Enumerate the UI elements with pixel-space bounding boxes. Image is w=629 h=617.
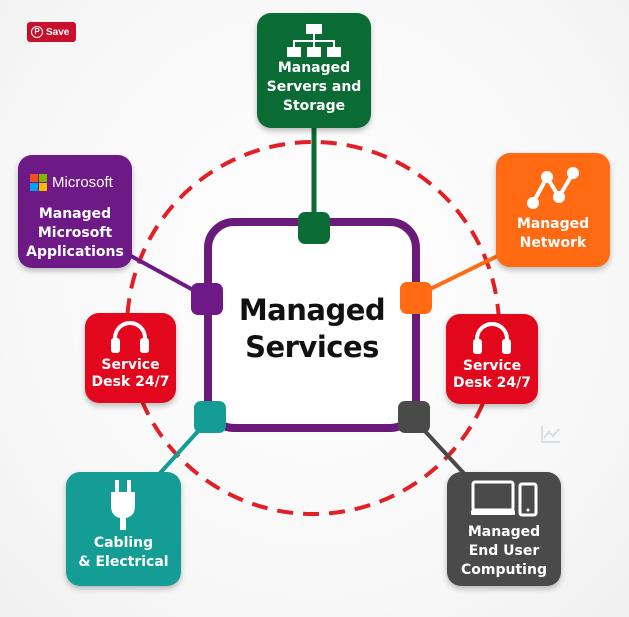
network-nodes-icon [527, 167, 579, 209]
save-button[interactable]: P Save [27, 22, 76, 42]
cabling-label: Cabling & Electrical [78, 535, 169, 570]
hierarchy-icon [287, 24, 341, 57]
microsoft-label: Managed Microsoft Applications [26, 206, 124, 260]
servers-label: Managed Servers and Storage [266, 60, 362, 114]
headset-icon [111, 321, 149, 353]
center-title: Managed Services [238, 293, 386, 364]
save-button-label: Save [46, 26, 70, 38]
box-managed-microsoft: Managed Microsoft Applications [18, 155, 132, 268]
end-user-label: Managed End User Computing [461, 524, 547, 578]
plug-icon [111, 480, 135, 530]
microsoft-logo-icon [30, 174, 47, 191]
box-managed-end-user: Managed End User Computing [447, 472, 561, 586]
box-managed-servers: Managed Servers and Storage [257, 13, 371, 128]
box-cabling-electrical: Cabling & Electrical [66, 472, 181, 586]
devices-icon [471, 480, 538, 517]
node-cabling [194, 401, 226, 433]
headset-icon [473, 322, 511, 354]
service-desk-left-label: Service Desk 24/7 [91, 357, 170, 390]
node-end-user [398, 401, 430, 433]
node-servers [298, 212, 330, 244]
box-service-desk-left: Service Desk 24/7 [85, 313, 176, 403]
box-managed-network: Managed Network [496, 153, 610, 267]
pinterest-icon: P [31, 26, 43, 38]
microsoft-brand-text: Microsoft [52, 174, 113, 191]
chart-trend-icon[interactable] [541, 425, 561, 443]
microsoft-brand: Microsoft [30, 174, 113, 191]
node-network [400, 282, 432, 314]
service-desk-right-label: Service Desk 24/7 [453, 358, 531, 391]
box-service-desk-right: Service Desk 24/7 [446, 314, 538, 404]
node-microsoft [191, 283, 223, 315]
network-label: Managed Network [516, 216, 590, 251]
